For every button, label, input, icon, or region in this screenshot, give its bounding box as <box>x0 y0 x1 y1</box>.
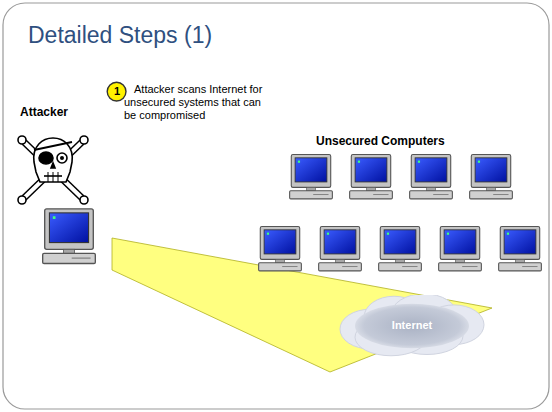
internet-cloud: Internet <box>337 295 487 357</box>
group-label: Unsecured Computers <box>316 134 445 148</box>
callout-text: Attacker scans Internet for unsecured sy… <box>124 83 274 122</box>
callout-digit: 1 <box>114 85 120 98</box>
attacker-label: Attacker <box>20 105 68 119</box>
slide-border <box>3 3 549 409</box>
attacker-computer <box>43 209 96 264</box>
unsecured-computers <box>259 155 542 271</box>
slide-title: Detailed Steps (1) <box>28 22 212 49</box>
callout-number: 1 <box>106 81 127 102</box>
cloud-label: Internet <box>392 319 432 332</box>
scan-beam <box>112 238 492 372</box>
skull-icon <box>18 136 88 204</box>
